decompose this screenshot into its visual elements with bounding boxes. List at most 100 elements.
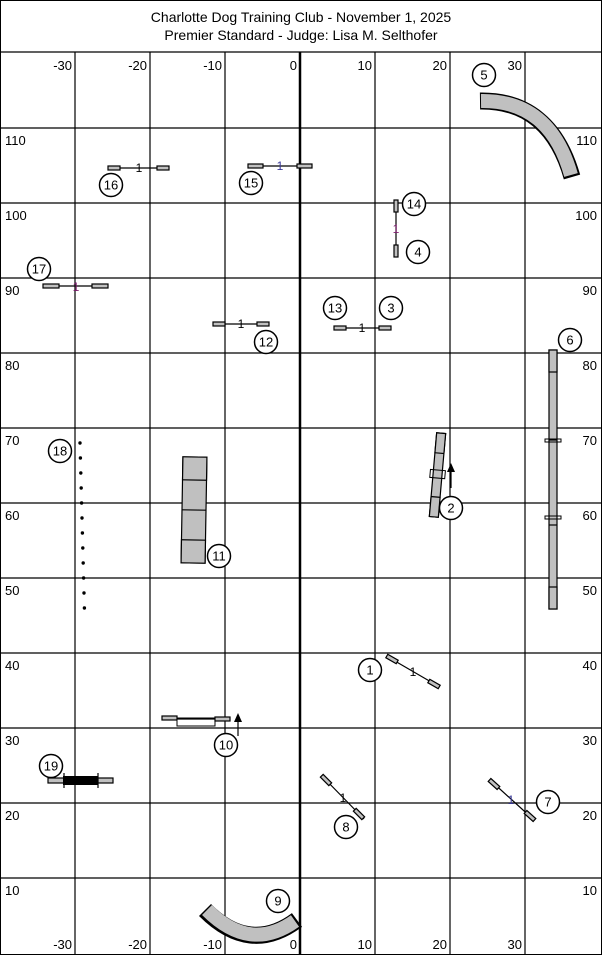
x-label-top: -10 (203, 58, 222, 73)
jump-height-label: 1 (238, 317, 245, 331)
number-label: 9 (274, 894, 281, 909)
jump-15[interactable]: 1 (247, 159, 313, 173)
number-label: 4 (414, 245, 421, 260)
number-label: 1 (366, 663, 373, 678)
number-label: 13 (328, 301, 342, 316)
number-marker-1: 1 (357, 657, 383, 683)
x-label-bottom: 20 (433, 937, 447, 952)
y-label-left: 90 (5, 283, 19, 298)
jump-height-label: 1 (73, 280, 80, 294)
jump-height-label: 1 (277, 159, 284, 173)
number-label: 5 (480, 68, 487, 83)
jump-4[interactable]: 1 (393, 199, 400, 258)
jump-height-label: 1 (136, 161, 143, 175)
y-label-left: 30 (5, 733, 19, 748)
number-label: 12 (259, 335, 273, 350)
number-label: 18 (53, 444, 67, 459)
teeter-2[interactable] (426, 432, 448, 518)
weave-pole (79, 486, 83, 490)
number-marker-17: 17 (26, 256, 52, 282)
number-label: 10 (219, 738, 233, 753)
y-label-right: 10 (583, 883, 597, 898)
x-label-bottom: 0 (290, 937, 297, 952)
number-label: 2 (447, 501, 454, 516)
number-marker-13: 13 (322, 295, 348, 321)
y-label-right: 20 (583, 808, 597, 823)
number-label: 8 (342, 820, 349, 835)
number-marker-5: 5 (471, 62, 497, 88)
jump-1[interactable]: 1 (384, 653, 442, 690)
y-label-right: 60 (583, 508, 597, 523)
x-label-top: -20 (128, 58, 147, 73)
jump-12[interactable]: 1 (212, 317, 270, 331)
aframe-11[interactable] (180, 456, 208, 564)
x-label-top: 20 (433, 58, 447, 73)
weave-pole (79, 471, 83, 475)
jump-16[interactable]: 1 (107, 161, 170, 175)
jump-height-label: 1 (508, 793, 515, 807)
y-label-left: 80 (5, 358, 19, 373)
weave-pole (78, 456, 83, 460)
number-marker-14: 14 (401, 191, 427, 217)
tire-19[interactable] (47, 773, 114, 788)
weave-pole (81, 546, 85, 550)
jump-3[interactable]: 1 (333, 321, 392, 335)
jump-17[interactable]: 1 (42, 280, 109, 294)
y-label-right: 50 (583, 583, 597, 598)
y-label-left: 20 (5, 808, 19, 823)
y-label-right: 100 (575, 208, 597, 223)
weave-pole (82, 591, 86, 595)
x-label-top: 30 (508, 58, 522, 73)
tunnel-9[interactable] (198, 903, 303, 944)
weave-pole (80, 516, 84, 520)
y-label-right: 30 (583, 733, 597, 748)
number-marker-2: 2 (438, 495, 464, 521)
number-marker-18: 18 (47, 438, 73, 464)
direction-arrow-icon (447, 463, 455, 488)
number-marker-8: 8 (333, 814, 359, 840)
weave-pole (82, 606, 87, 610)
y-label-left: 40 (5, 658, 19, 673)
broad-jump-10[interactable] (161, 715, 231, 727)
number-marker-19: 19 (38, 753, 64, 779)
weave-pole (79, 501, 84, 505)
y-label-right: 70 (583, 433, 597, 448)
jump-height-label: 1 (340, 791, 347, 805)
number-marker-12: 12 (253, 329, 279, 355)
number-marker-6: 6 (557, 327, 583, 353)
jump-7[interactable]: 1 (487, 777, 537, 823)
direction-arrow-icon (234, 713, 242, 736)
y-label-left: 60 (5, 508, 19, 523)
title-line1: Charlotte Dog Training Club - November 1… (151, 9, 452, 25)
weave-pole (80, 531, 85, 535)
x-label-top: 10 (358, 58, 372, 73)
number-label: 6 (566, 333, 573, 348)
tunnel-5[interactable] (479, 92, 581, 180)
number-label: 15 (244, 176, 258, 191)
y-label-left: 50 (5, 583, 19, 598)
number-label: 3 (387, 301, 394, 316)
y-label-right: 90 (583, 283, 597, 298)
x-label-bottom: -10 (203, 937, 222, 952)
number-marker-9: 9 (265, 888, 291, 914)
title-line2: Premier Standard - Judge: Lisa M. Seltho… (164, 27, 437, 43)
number-label: 14 (407, 197, 421, 212)
grid (0, 51, 602, 955)
number-label: 11 (212, 549, 226, 564)
number-marker-11: 11 (206, 543, 232, 569)
dogwalk-6[interactable] (544, 349, 562, 610)
weave-pole (78, 441, 82, 445)
number-marker-4: 4 (405, 239, 431, 265)
weave-poles-18[interactable] (78, 441, 87, 610)
y-label-left: 10 (5, 883, 19, 898)
y-label-right: 80 (583, 358, 597, 373)
jump-8[interactable]: 1 (319, 773, 366, 821)
x-label-bottom: 10 (358, 937, 372, 952)
x-label-top: 0 (290, 58, 297, 73)
x-label-top: -30 (53, 58, 72, 73)
number-label: 17 (32, 262, 46, 277)
